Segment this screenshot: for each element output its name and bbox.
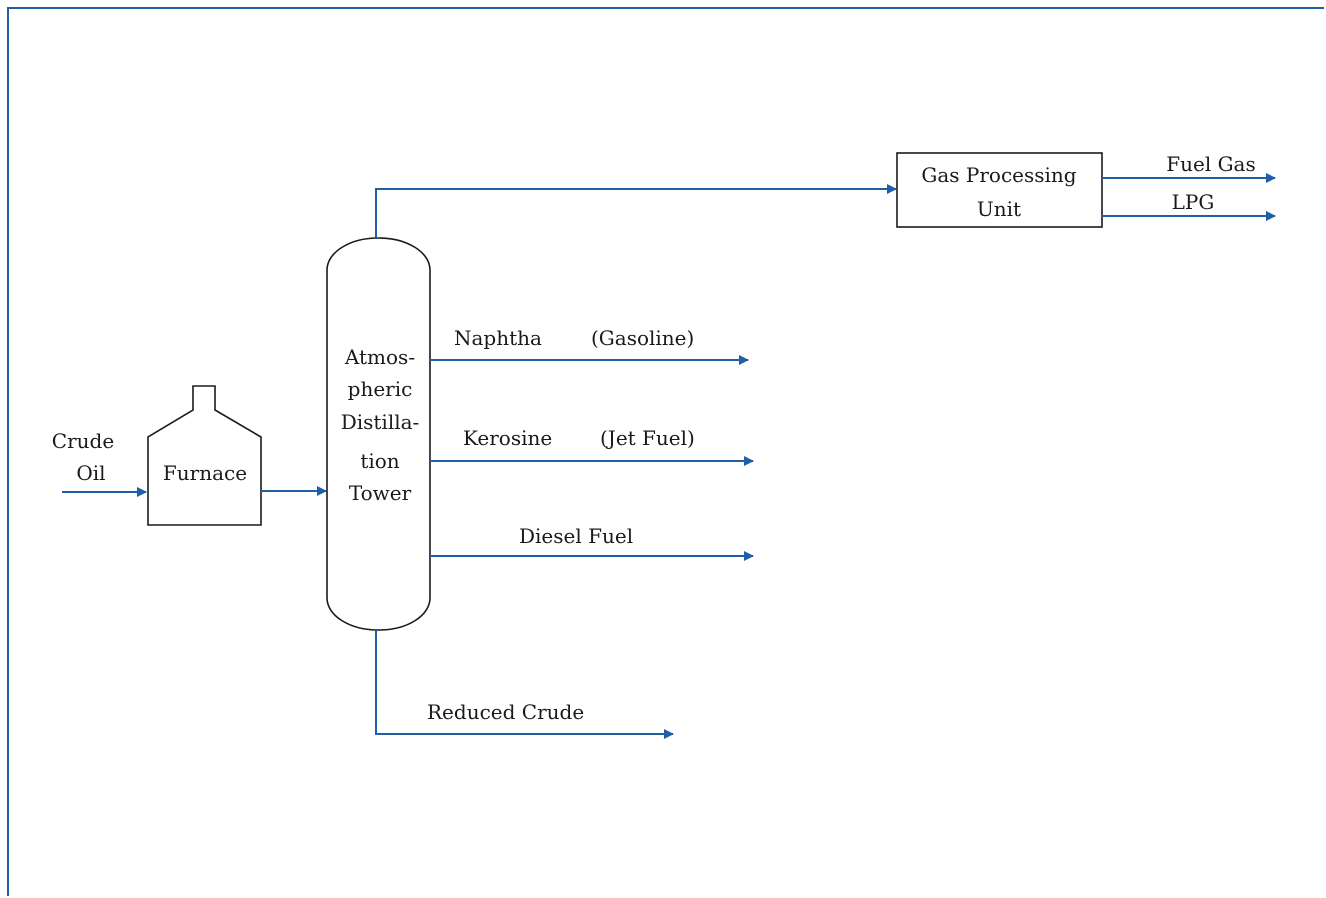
naphtha-label: Naphtha [454,326,542,350]
overhead-gas-arrow [375,184,897,238]
crude-oil-label-line2: Oil [76,461,105,485]
gas-processing-unit-label-line2: Unit [977,197,1021,221]
gas-processing-unit-label-line1: Gas Processing [921,163,1076,187]
diesel-fuel-label: Diesel Fuel [519,524,633,548]
tower-label-line2: pheric [348,377,413,401]
page-frame [7,7,1324,896]
crude-oil-label-line1: Crude [52,429,114,453]
tower-label-line5: Tower [349,481,412,505]
lpg-label: LPG [1172,190,1215,214]
jet-fuel-label: (Jet Fuel) [600,426,695,450]
tower-label-line3: Distilla- [341,410,420,434]
kerosine-label: Kerosine [463,426,552,450]
tower-label-line4: tion [360,449,399,473]
reduced-crude-arrow [375,630,674,739]
gasoline-label: (Gasoline) [591,326,694,350]
fuel-gas-label: Fuel Gas [1166,152,1256,176]
distillation-tower-shape [326,237,431,631]
gas-processing-unit-box [896,152,1103,228]
tower-label-line1: Atmos- [344,345,415,369]
furnace-label: Furnace [163,461,247,485]
reduced-crude-label: Reduced Crude [427,700,584,724]
furnace-shape [147,385,262,526]
